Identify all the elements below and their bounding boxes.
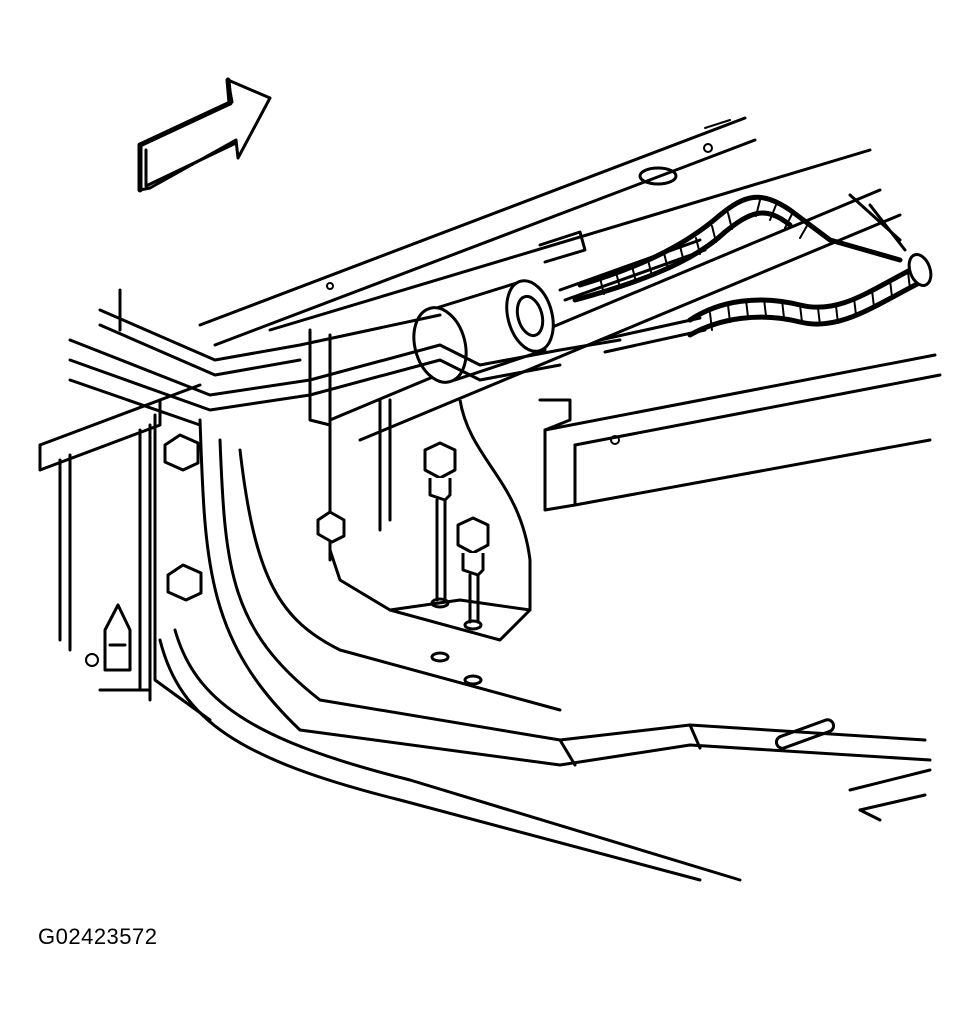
frame-nut <box>163 433 346 602</box>
mounting-bracket-arm <box>158 418 932 882</box>
frame-crossmember-front <box>38 288 212 722</box>
figure-id-label: G02423572 <box>38 924 158 949</box>
body-clip <box>85 603 132 672</box>
corrugated-hose-lower <box>687 193 933 338</box>
mounting-bracket-plate <box>328 398 572 686</box>
mounting-bolt-right <box>456 516 490 624</box>
frame-rail-lower <box>543 353 942 512</box>
corrugated-hose-upper <box>572 194 903 303</box>
frame-rail-upper <box>198 116 902 442</box>
mounting-bolt-left <box>423 441 457 602</box>
forward-arrow-icon <box>137 77 272 193</box>
